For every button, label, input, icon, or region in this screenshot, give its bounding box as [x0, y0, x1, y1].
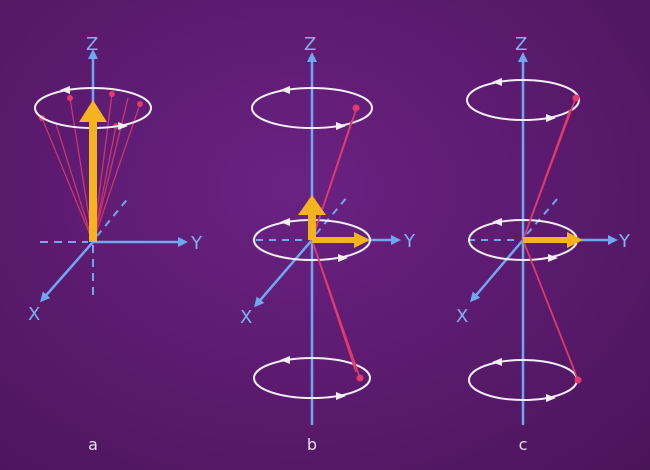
x-axis-negative — [96, 195, 131, 237]
ring-direction-arrow — [336, 122, 346, 130]
z-axis-label: Z — [304, 34, 316, 55]
precession-ring-lower — [253, 357, 371, 399]
ring-direction-arrow — [546, 394, 556, 402]
panel-b: Z Y X — [240, 34, 416, 454]
ring-direction-arrow — [336, 392, 346, 400]
x-axis — [254, 239, 313, 308]
spin-vectors — [522, 99, 579, 381]
y-axis-label: Y — [618, 231, 631, 252]
x-axis-negative — [315, 195, 349, 235]
ring-direction-arrow — [280, 86, 290, 94]
x-axis — [40, 241, 94, 303]
ring-direction-arrow — [492, 218, 502, 226]
x-axis-label: X — [28, 304, 40, 325]
ring-direction-arrow — [118, 122, 128, 130]
panel-label-c: c — [519, 435, 528, 454]
x-axis-negative — [526, 197, 559, 235]
ring-direction-arrow — [338, 254, 348, 262]
x-axis — [470, 239, 524, 303]
spin-vector-tips — [572, 94, 582, 384]
z-axis-label: Z — [515, 34, 527, 55]
net-magnetization-vector — [298, 195, 370, 248]
precession-ring-upper — [466, 79, 580, 121]
ring-direction-arrow — [280, 356, 290, 364]
net-magnetization-vector — [523, 232, 583, 248]
ring-direction-arrow — [280, 218, 290, 226]
precession-ring-upper — [251, 87, 373, 129]
panel-c: Z Y X — [456, 34, 631, 454]
ring-direction-arrow — [546, 114, 556, 122]
z-axis-label: Z — [86, 34, 98, 55]
ring-direction-arrow — [492, 358, 502, 366]
x-axis-label: X — [456, 306, 468, 327]
net-magnetization-vector — [79, 100, 107, 242]
ring-direction-arrow — [548, 254, 558, 262]
y-axis-label: Y — [190, 233, 203, 254]
panel-label-a: a — [88, 435, 98, 454]
spin-vectors — [311, 109, 361, 379]
ring-direction-arrow — [492, 78, 502, 86]
ring-direction-arrow — [60, 86, 70, 94]
panel-a: Z Y X — [28, 34, 203, 454]
x-axis-label: X — [240, 307, 252, 328]
y-axis-label: Y — [403, 231, 416, 252]
panel-label-b: b — [307, 435, 317, 454]
spin-vector-tips — [352, 104, 364, 382]
